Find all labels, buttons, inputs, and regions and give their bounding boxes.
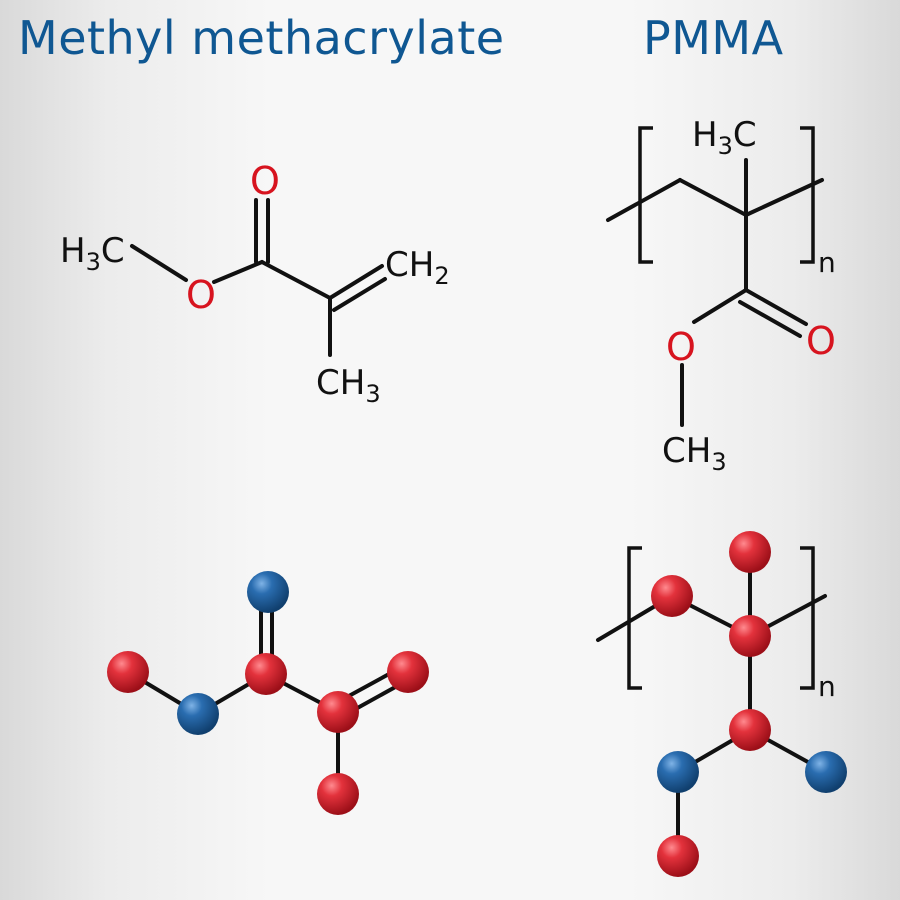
pmma-methyl-top-label: H3C [692, 115, 757, 160]
pmma-bond-chain-left [606, 178, 682, 222]
mma-methylene-label: CH2 [385, 245, 450, 290]
pmma-bond-carbonyl-upper [744, 288, 808, 326]
pmma-oxygen-ester-label: O [666, 325, 696, 369]
mma-atom-red [387, 651, 429, 693]
mma-bond-methyl-oxygen [130, 244, 188, 282]
mma-structural-formula: H3C O O CH2 CH3 [60, 159, 450, 408]
mma-atom-blue [177, 693, 219, 735]
pmma-ball-bracket-left [627, 546, 642, 690]
mma-atom-red [317, 691, 359, 733]
pmma-atom-blue [657, 751, 699, 793]
pmma-bracket-left [638, 126, 653, 264]
pmma-structural-formula: H3C n O O CH3 [606, 115, 836, 476]
pmma-methyl-bottom-label: CH3 [662, 431, 727, 476]
pmma-bond-chain-mid [678, 178, 748, 217]
pmma-atom-red [657, 835, 699, 877]
mma-bond-double-upper [328, 264, 384, 300]
pmma-oxygen-carbonyl-label: O [806, 319, 836, 363]
mma-atom-blue [247, 571, 289, 613]
pmma-ball-repeat-index: n [818, 670, 836, 703]
pmma-ball-bracket-right [800, 546, 815, 690]
mma-bond-oxygen-carbon [212, 260, 264, 284]
title-methyl-methacrylate: Methyl methacrylate [18, 11, 505, 65]
mma-atom-red [107, 651, 149, 693]
pmma-atom-blue [805, 751, 847, 793]
mma-bond-double-lower [332, 277, 387, 312]
pmma-atom-red [651, 575, 693, 617]
mma-oxygen-ester-label: O [186, 273, 216, 317]
pmma-bracket-right [800, 126, 815, 264]
title-pmma: PMMA [643, 11, 784, 65]
mma-methyl-bottom-label: CH3 [316, 363, 381, 408]
mma-bond-carbon-carbon [260, 260, 332, 300]
pmma-atom-red [729, 615, 771, 657]
pmma-bond-to-oxygen [692, 288, 748, 324]
pmma-bond-carbonyl-lower [738, 300, 802, 338]
mma-atom-red [245, 653, 287, 695]
pmma-bond-chain-right [744, 178, 824, 217]
pmma-atom-red [729, 531, 771, 573]
mma-ball-model [107, 571, 429, 815]
pmma-atom-red [729, 709, 771, 751]
mma-oxygen-carbonyl-label: O [250, 159, 280, 203]
mma-atom-red [317, 773, 359, 815]
pmma-ball-model: n [596, 531, 847, 877]
pmma-repeat-index: n [818, 246, 836, 279]
mma-methyl-left-label: H3C [60, 231, 125, 276]
